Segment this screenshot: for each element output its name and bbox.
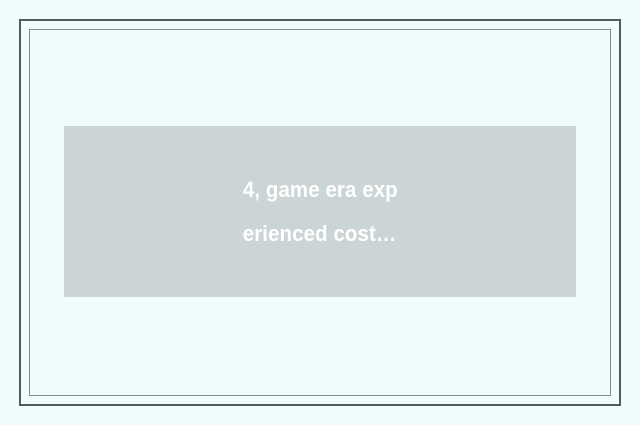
image-placeholder-block: 4, game era exp erienced cost…: [64, 126, 576, 297]
inner-border: [29, 29, 611, 396]
placeholder-caption-line-1: 4, game era exp: [242, 176, 398, 202]
outer-border: [19, 19, 621, 406]
placeholder-caption-line-2: erienced cost…: [243, 220, 397, 246]
